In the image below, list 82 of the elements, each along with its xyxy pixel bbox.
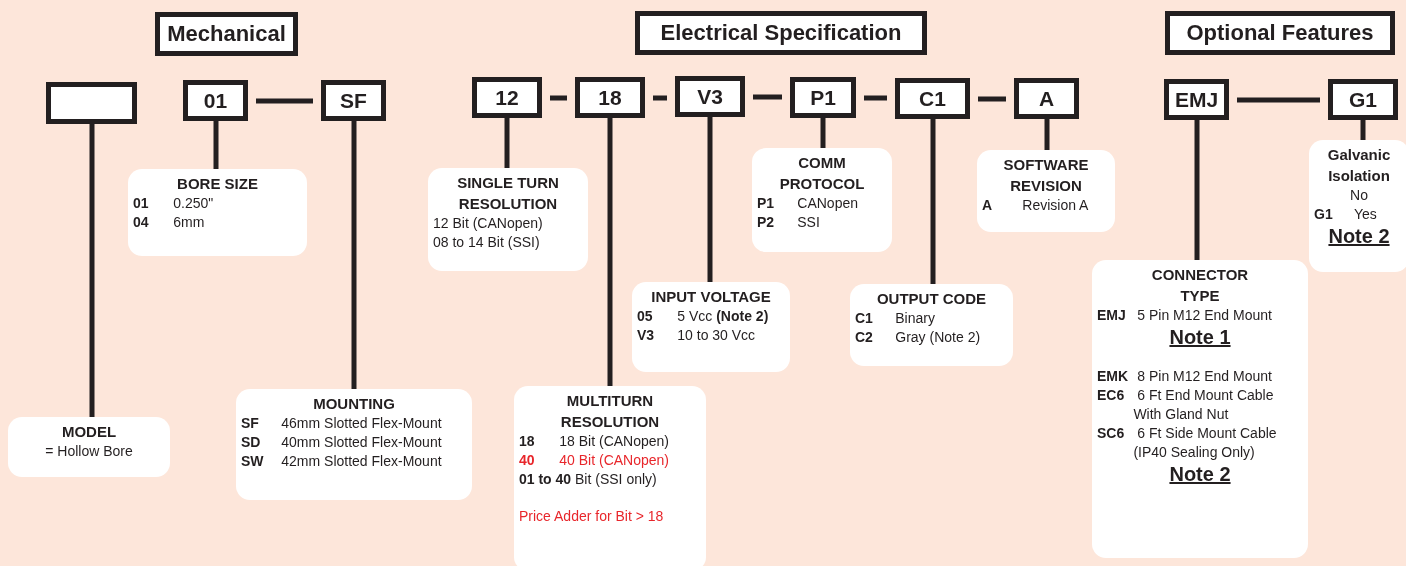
card-heading: Galvanic Isolation: [1326, 145, 1392, 186]
option-text: P1 CANopen: [757, 194, 859, 213]
option-text: 01 0.250": [133, 194, 215, 213]
card-heading: MOUNTING: [313, 394, 395, 414]
description-card: [128, 169, 307, 256]
description-card: [1092, 260, 1308, 558]
description-card: [752, 148, 892, 252]
code-box: 18: [575, 77, 645, 118]
description-card: [1309, 140, 1406, 272]
section-header: Electrical Specification: [635, 11, 927, 55]
option-text: EMK 8 Pin M12 End Mount: [1097, 367, 1273, 386]
connector-dash: [550, 95, 567, 101]
option-text: = Hollow Bore: [44, 442, 134, 461]
option-text: Price Adder for Bit > 18: [519, 507, 665, 526]
option-text: 01 to 40 Bit (SSI only): [519, 470, 658, 489]
leader-line: [351, 121, 357, 389]
card-heading: MODEL: [61, 422, 117, 442]
code-box: V3: [675, 76, 745, 117]
option-text: 12 Bit (CANopen): [433, 214, 544, 233]
description-card: [236, 389, 472, 500]
card-heading: SOFTWARE REVISION: [1002, 155, 1090, 196]
section-header: Mechanical: [155, 12, 298, 56]
leader-line: [1044, 119, 1050, 150]
leader-line: [820, 118, 826, 148]
option-text: 40 40 Bit (CANopen): [519, 451, 670, 470]
card-heading: CONNECTOR TYPE: [1150, 265, 1250, 306]
code-box: [46, 82, 137, 124]
option-text: V3 10 to 30 Vcc: [637, 326, 757, 345]
option-text: 04 6mm: [133, 213, 206, 232]
option-text: SW 42mm Slotted Flex-Mount: [241, 452, 443, 471]
card-heading: BORE SIZE: [177, 174, 258, 194]
option-text: A Revision A: [982, 196, 1090, 215]
option-text: P2 SSI: [757, 213, 821, 232]
description-card: [850, 284, 1013, 366]
connector-dash: [753, 94, 782, 100]
option-text: C1 Binary: [855, 309, 936, 328]
connector-dash: [256, 98, 313, 104]
code-box: A: [1014, 78, 1079, 119]
description-card: [8, 417, 170, 477]
code-box: 01: [183, 80, 248, 121]
option-text: EMJ 5 Pin M12 End Mount: [1097, 306, 1273, 325]
card-heading: SINGLE TURN RESOLUTION: [456, 173, 560, 214]
connector-dash: [1237, 97, 1320, 103]
description-card: [977, 150, 1115, 232]
leader-line: [213, 121, 219, 169]
option-text: SC6 6 Ft Side Mount Cable (IP40 Sealing Only): [1097, 424, 1278, 462]
code-box: 12: [472, 77, 542, 118]
code-box: G1: [1328, 79, 1398, 120]
description-card: [632, 282, 790, 372]
option-text: No: [1349, 186, 1369, 205]
note-reference: Note 2: [1328, 224, 1390, 248]
option-text: 05 5 Vcc (Note 2): [637, 307, 770, 326]
option-text: 08 to 14 Bit (SSI): [433, 233, 541, 252]
connector-dash: [978, 96, 1006, 102]
option-text: C2 Gray (Note 2): [855, 328, 982, 347]
code-box: P1: [790, 77, 856, 118]
description-card: [514, 386, 706, 566]
leader-line: [1194, 120, 1200, 260]
leader-line: [930, 119, 936, 284]
leader-line: [89, 124, 95, 417]
code-box: EMJ: [1164, 79, 1229, 120]
leader-line: [607, 118, 613, 386]
card-heading: COMM PROTOCOL: [778, 153, 866, 194]
section-header: Optional Features: [1165, 11, 1395, 55]
option-text: SF 46mm Slotted Flex-Mount: [241, 414, 443, 433]
note-reference: Note 2: [1169, 462, 1231, 486]
option-text: EC6 6 Ft End Mount Cable With Gland Nut: [1097, 386, 1275, 424]
leader-line: [504, 118, 510, 168]
description-card: [428, 168, 588, 271]
connector-dash: [864, 95, 887, 101]
code-box: SF: [321, 80, 386, 121]
card-heading: INPUT VOLTAGE: [651, 287, 771, 307]
card-heading: OUTPUT CODE: [876, 289, 987, 309]
connector-dash: [653, 95, 667, 101]
card-heading: MULTITURN RESOLUTION: [559, 391, 661, 432]
note-reference: Note 1: [1169, 325, 1231, 349]
option-text: 18 18 Bit (CANopen): [519, 432, 670, 451]
code-box: C1: [895, 78, 970, 119]
leader-line: [1360, 120, 1366, 140]
option-text: G1 Yes: [1314, 205, 1378, 224]
leader-line: [707, 117, 713, 282]
option-text: SD 40mm Slotted Flex-Mount: [241, 433, 443, 452]
